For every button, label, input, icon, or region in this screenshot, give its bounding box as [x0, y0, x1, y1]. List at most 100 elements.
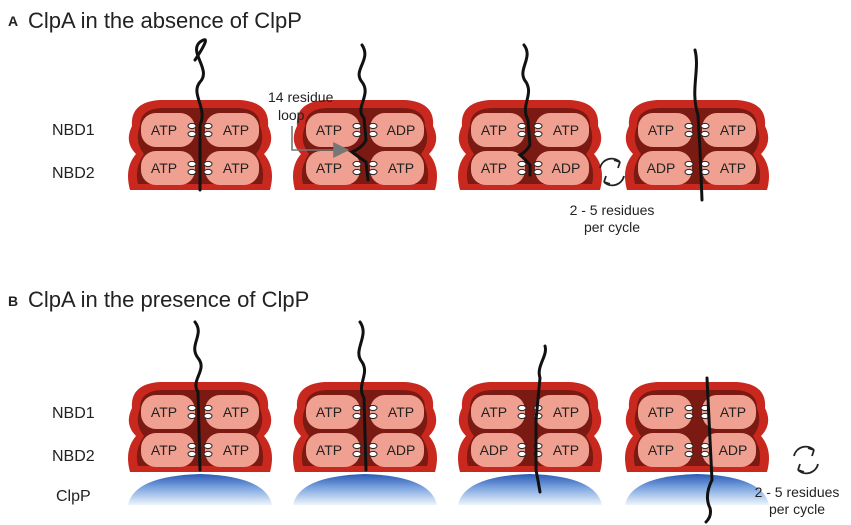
pore-loop [203, 122, 213, 130]
pore-loop [187, 168, 197, 176]
pore-loop [517, 442, 527, 450]
panel-b-letter: B [8, 293, 18, 309]
pore-loop [684, 442, 694, 450]
panel-a-title: ClpA in the absence of ClpP [28, 8, 302, 33]
substrate-chains [193, 38, 714, 524]
subunit-nbd2-left [141, 433, 195, 467]
pore-loop [187, 160, 197, 168]
clpp-cap [458, 474, 602, 505]
nucleotide-label: ATP [553, 122, 579, 138]
nucleotide-label: ADP [387, 122, 416, 138]
pore-loop [352, 122, 362, 130]
pore-loop [533, 122, 543, 130]
pore-loop [517, 412, 527, 420]
cycle-icon [599, 157, 625, 187]
pore-loop [533, 130, 543, 138]
pore-loop [203, 404, 213, 412]
substrate-chain [348, 43, 370, 182]
pore-loop [187, 122, 197, 130]
nucleotide-label: ATP [720, 404, 746, 420]
subunit-nbd2-right [370, 151, 424, 185]
nucleotide-label: ATP [151, 122, 177, 138]
pore-loop [700, 130, 710, 138]
pore-loop [203, 442, 213, 450]
subunit-nbd1-right [205, 113, 259, 147]
loop-label-line2: loop [278, 107, 305, 123]
subunit-nbd2-left [471, 151, 525, 185]
pore-loop [684, 168, 694, 176]
pore-loop [203, 130, 213, 138]
pore-loop [187, 412, 197, 420]
pore-loop [368, 122, 378, 130]
substrate-chain [704, 376, 714, 524]
pore-loop [517, 168, 527, 176]
subunit-nbd1-right [370, 113, 424, 147]
pore-loop [187, 130, 197, 138]
pore-loop [352, 130, 362, 138]
pore-loop [203, 160, 213, 168]
panel-b-clpp-label: ClpP [56, 488, 91, 505]
pore-loop [533, 168, 543, 176]
nucleotide-label: ATP [223, 442, 249, 458]
substrate-chain [517, 43, 532, 177]
subunit-nbd1-right [205, 395, 259, 429]
subunit-nbd2-left [306, 151, 360, 185]
panel-a-nbd2-label: NBD2 [52, 165, 95, 182]
pore-loop [203, 450, 213, 458]
pore-loop [352, 160, 362, 168]
substrate-chain [193, 320, 203, 472]
subunit-nbd1-right [702, 113, 756, 147]
nucleotide-label: ADP [552, 160, 581, 176]
nucleotide-label: ATP [316, 404, 342, 420]
substrate-chain [534, 344, 547, 494]
panel-b-clpp-caps [128, 474, 769, 505]
pore-loop [517, 130, 527, 138]
subunit-nbd1-right [370, 395, 424, 429]
pore-loop [187, 404, 197, 412]
subunit-nbd1-right [535, 395, 589, 429]
subunit-nbd2-right [205, 151, 259, 185]
subunit-nbd2-left [638, 151, 692, 185]
nucleotide-label: ATP [151, 442, 177, 458]
panel-b-nbd2-label: NBD2 [52, 448, 95, 465]
subunit-nbd2-right [205, 433, 259, 467]
pore-loop [368, 450, 378, 458]
panel-b-nbd1-label: NBD1 [52, 405, 95, 422]
nucleotide-label: ATP [481, 122, 507, 138]
nucleotide-label: ATP [316, 442, 342, 458]
pore-loop [352, 412, 362, 420]
nucleotide-label: ATP [553, 404, 579, 420]
nucleotide-label: ATP [648, 442, 674, 458]
pore-loop [700, 122, 710, 130]
pore-loop [684, 122, 694, 130]
subunit-nbd1-left [306, 113, 360, 147]
subunit-nbd1-left [306, 395, 360, 429]
pore-loop [368, 130, 378, 138]
nucleotide-label: ATP [316, 122, 342, 138]
nucleotide-label: ATP [316, 160, 342, 176]
pore-loop [368, 160, 378, 168]
pore-loop [352, 450, 362, 458]
pore-loop [517, 122, 527, 130]
nucleotide-label: ATP [151, 404, 177, 420]
pore-loop [368, 168, 378, 176]
nucleotide-label: ATP [648, 122, 674, 138]
panel-b-cycle-note-line1: 2 - 5 residues [755, 484, 840, 500]
subunit-nbd2-right [702, 151, 756, 185]
pore-loop [517, 404, 527, 412]
pore-loop [517, 160, 527, 168]
substrate-chain [193, 38, 207, 192]
pore-loop [700, 442, 710, 450]
substrate-chain [693, 48, 704, 202]
nucleotide-label: ATP [720, 122, 746, 138]
subunit-nbd2-left [306, 433, 360, 467]
subunit-nbd2-left [638, 433, 692, 467]
loop-pointer-arrow [291, 126, 350, 158]
nucleotide-label: ATP [720, 160, 746, 176]
pore-loop [352, 168, 362, 176]
